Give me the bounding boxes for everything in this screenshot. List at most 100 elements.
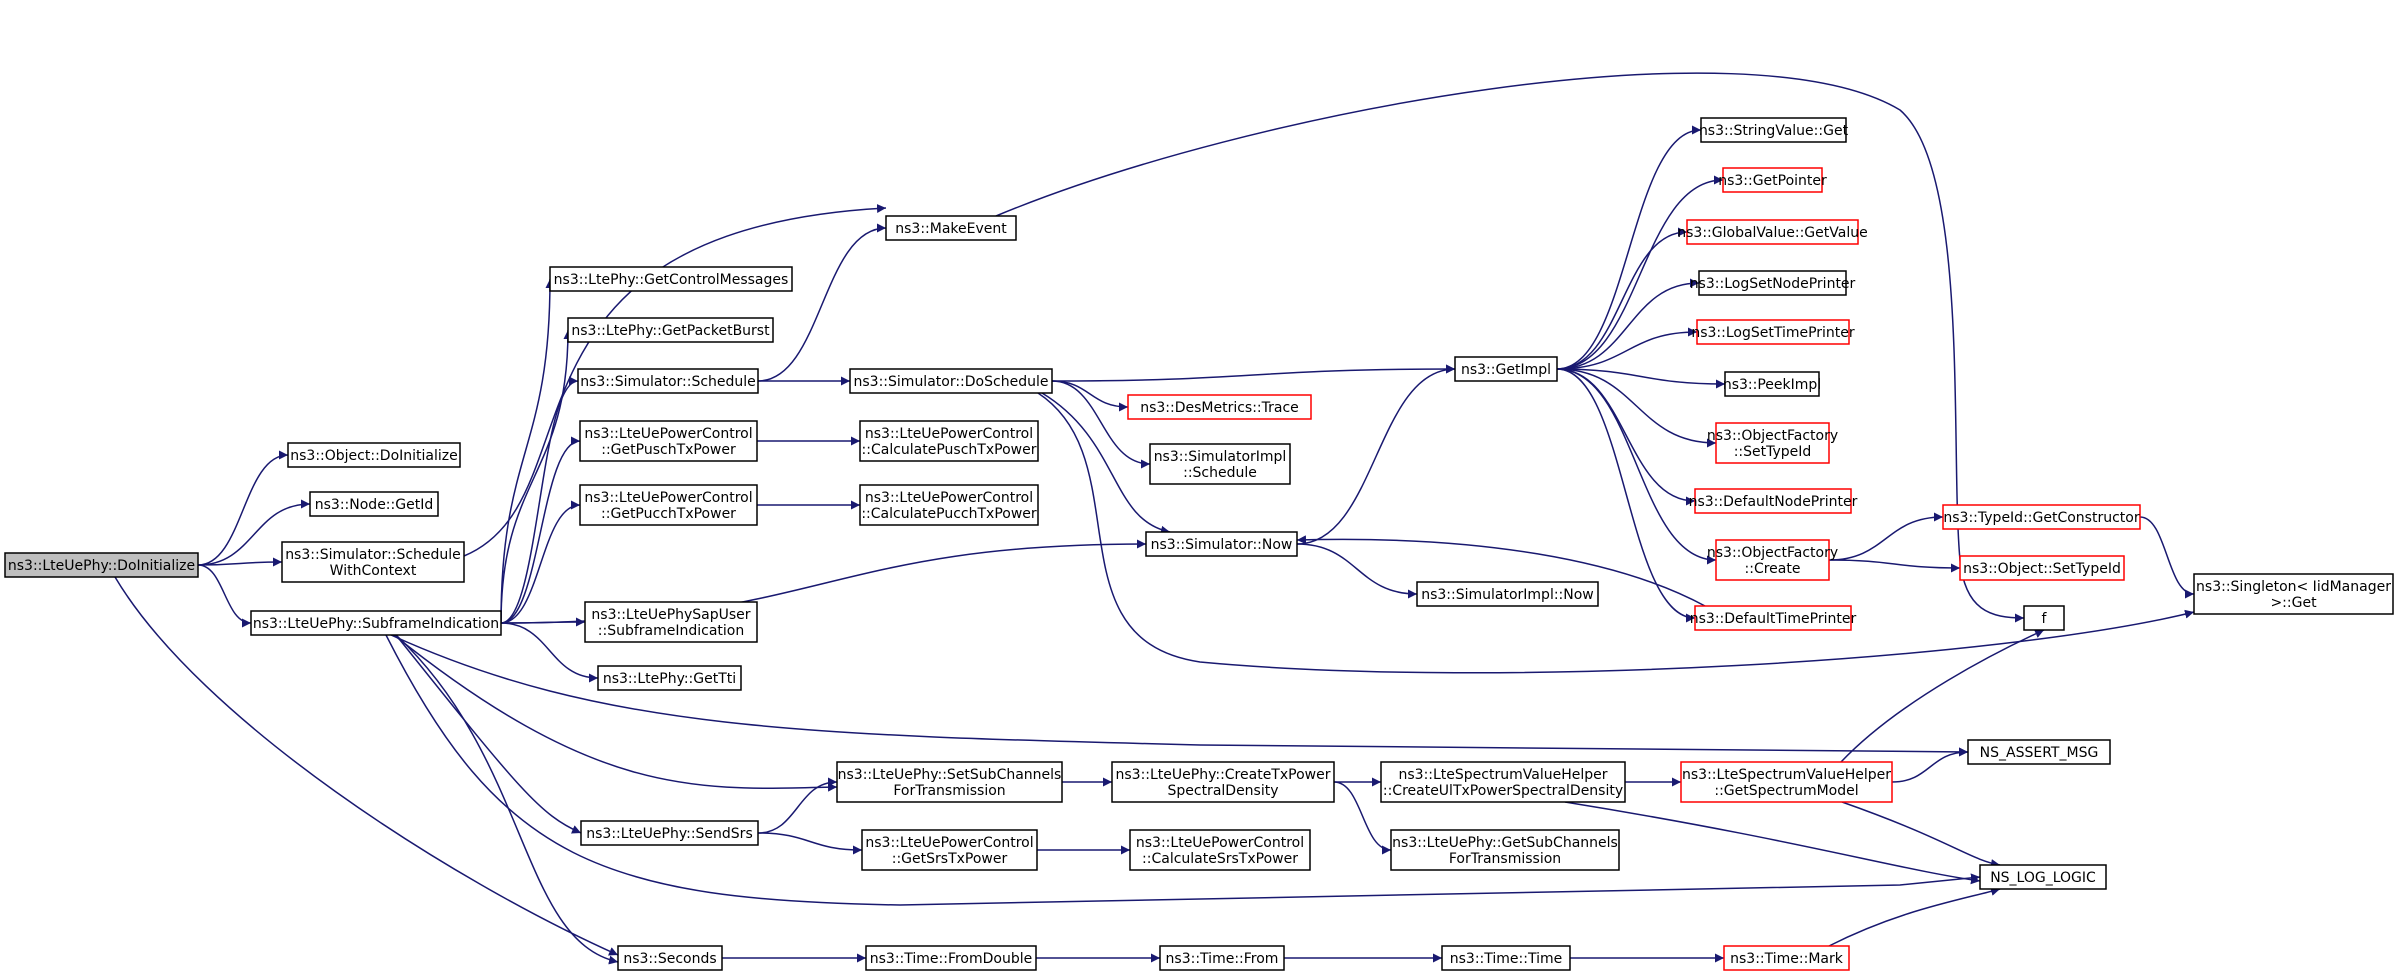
node-box[interactable] bbox=[597, 665, 742, 691]
node-box[interactable] bbox=[549, 266, 793, 292]
node-objsettype[interactable]: ns3::Object::SetTypeId bbox=[1959, 555, 2125, 581]
node-createtx[interactable]: ns3::LteUePhy::CreateTxPowerSpectralDens… bbox=[1111, 761, 1335, 803]
node-box[interactable] bbox=[1715, 539, 1830, 581]
node-box[interactable] bbox=[1159, 945, 1285, 971]
node-box[interactable] bbox=[1686, 219, 1859, 245]
node-box[interactable] bbox=[1979, 864, 2107, 890]
node-timefrom[interactable]: ns3::Time::From bbox=[1159, 945, 1285, 971]
node-box[interactable] bbox=[1454, 356, 1558, 382]
node-getpointer[interactable]: ns3::GetPointer bbox=[1718, 167, 1827, 193]
node-ofsettype[interactable]: ns3::ObjectFactory::SetTypeId bbox=[1707, 422, 1838, 464]
node-f[interactable]: f bbox=[2023, 605, 2065, 631]
node-getsubtx[interactable]: ns3::LteUePhy::GetSubChannelsForTransmis… bbox=[1390, 829, 1620, 871]
node-gvget[interactable]: ns3::GlobalValue::GetValue bbox=[1677, 219, 1868, 245]
node-box[interactable] bbox=[617, 945, 723, 971]
node-box[interactable] bbox=[309, 491, 439, 517]
node-getpkt[interactable]: ns3::LtePhy::GetPacketBurst bbox=[567, 317, 774, 343]
node-getpusch[interactable]: ns3::LteUePowerControl::GetPuschTxPower bbox=[579, 420, 758, 462]
node-getpucch[interactable]: ns3::LteUePowerControl::GetPucchTxPower bbox=[579, 484, 758, 526]
node-ofcreate[interactable]: ns3::ObjectFactory::Create bbox=[1707, 539, 1838, 581]
node-box[interactable] bbox=[1959, 555, 2125, 581]
node-getsrs[interactable]: ns3::LteUePowerControl::GetSrsTxPower bbox=[861, 829, 1038, 871]
node-box[interactable] bbox=[1145, 531, 1298, 557]
node-typeidctor[interactable]: ns3::TypeId::GetConstructor bbox=[1942, 504, 2141, 530]
node-box[interactable] bbox=[1111, 761, 1335, 803]
node-box[interactable] bbox=[1715, 422, 1830, 464]
node-box[interactable] bbox=[1127, 394, 1312, 420]
node-timemark[interactable]: ns3::Time::Mark bbox=[1723, 945, 1850, 971]
node-calcsrs[interactable]: ns3::LteUePowerControl::CalculateSrsTxPo… bbox=[1129, 829, 1311, 871]
node-setsub[interactable]: ns3::LteUePhy::SetSubChannelsForTransmis… bbox=[836, 761, 1063, 803]
node-box[interactable] bbox=[1149, 443, 1291, 485]
node-box[interactable] bbox=[1724, 371, 1820, 397]
node-box[interactable] bbox=[1694, 605, 1852, 631]
node-box[interactable] bbox=[579, 420, 758, 462]
node-box[interactable] bbox=[2023, 605, 2065, 631]
node-logtime[interactable]: ns3::LogSetTimePrinter bbox=[1691, 319, 1855, 345]
node-box[interactable] bbox=[836, 761, 1063, 803]
node-box[interactable] bbox=[287, 442, 461, 468]
node-makeevent[interactable]: ns3::MakeEvent bbox=[885, 215, 1017, 241]
node-box[interactable] bbox=[1390, 829, 1620, 871]
node-box[interactable] bbox=[885, 215, 1017, 241]
node-dosched[interactable]: ns3::Simulator::DoSchedule bbox=[849, 368, 1053, 394]
node-calcpucch[interactable]: ns3::LteUePowerControl::CalculatePucchTx… bbox=[859, 484, 1039, 526]
node-doinit[interactable]: ns3::LteUePhy::DoInitialize bbox=[4, 552, 199, 578]
node-strget[interactable]: ns3::StringValue::Get bbox=[1699, 117, 1849, 143]
node-box[interactable] bbox=[1698, 270, 1847, 296]
node-subframe[interactable]: ns3::LteUePhy::SubframeIndication bbox=[250, 610, 502, 636]
node-loglogic[interactable]: NS_LOG_LOGIC bbox=[1979, 864, 2107, 890]
node-sendsrs[interactable]: ns3::LteUePhy::SendSrs bbox=[580, 820, 759, 846]
node-box[interactable] bbox=[4, 552, 199, 578]
node-createultx[interactable]: ns3::LteSpectrumValueHelper::CreateUlTxP… bbox=[1380, 761, 1626, 803]
node-getimpl[interactable]: ns3::GetImpl bbox=[1454, 356, 1558, 382]
node-getspec[interactable]: ns3::LteSpectrumValueHelper::GetSpectrum… bbox=[1680, 761, 1893, 803]
node-box[interactable] bbox=[865, 945, 1037, 971]
node-box[interactable] bbox=[1694, 488, 1852, 514]
node-box[interactable] bbox=[859, 484, 1039, 526]
node-calcpusch[interactable]: ns3::LteUePowerControl::CalculatePuschTx… bbox=[859, 420, 1039, 462]
node-box[interactable] bbox=[1416, 581, 1599, 607]
node-box[interactable] bbox=[250, 610, 502, 636]
node-nodegetid[interactable]: ns3::Node::GetId bbox=[309, 491, 439, 517]
node-fromdouble[interactable]: ns3::Time::FromDouble bbox=[865, 945, 1037, 971]
node-box[interactable] bbox=[861, 829, 1038, 871]
node-gettti[interactable]: ns3::LtePhy::GetTti bbox=[597, 665, 742, 691]
node-desmetrics[interactable]: ns3::DesMetrics::Trace bbox=[1127, 394, 1312, 420]
node-lognode[interactable]: ns3::LogSetNodePrinter bbox=[1690, 270, 1856, 296]
node-deftime[interactable]: ns3::DefaultTimePrinter bbox=[1690, 605, 1857, 631]
node-defnode[interactable]: ns3::DefaultNodePrinter bbox=[1689, 488, 1858, 514]
node-getctrl[interactable]: ns3::LtePhy::GetControlMessages bbox=[549, 266, 793, 292]
node-box[interactable] bbox=[1380, 761, 1626, 803]
node-objdoinit[interactable]: ns3::Object::DoInitialize bbox=[287, 442, 461, 468]
node-box[interactable] bbox=[577, 368, 759, 394]
node-box[interactable] bbox=[849, 368, 1053, 394]
node-box[interactable] bbox=[1722, 167, 1823, 193]
node-simnow[interactable]: ns3::Simulator::Now bbox=[1145, 531, 1298, 557]
node-box[interactable] bbox=[859, 420, 1039, 462]
node-simimplnow[interactable]: ns3::SimulatorImpl::Now bbox=[1416, 581, 1599, 607]
node-singleton[interactable]: ns3::Singleton< IidManager >::Get bbox=[2193, 573, 2394, 615]
node-assertmsg[interactable]: NS_ASSERT_MSG bbox=[1967, 739, 2111, 765]
node-box[interactable] bbox=[567, 317, 774, 343]
node-box[interactable] bbox=[579, 484, 758, 526]
node-box[interactable] bbox=[1129, 829, 1311, 871]
node-simimplsched[interactable]: ns3::SimulatorImpl::Schedule bbox=[1149, 443, 1291, 485]
node-box[interactable] bbox=[1680, 761, 1893, 803]
node-box[interactable] bbox=[1696, 319, 1850, 345]
node-box[interactable] bbox=[580, 820, 759, 846]
node-box[interactable] bbox=[1441, 945, 1571, 971]
node-sapuser[interactable]: ns3::LteUePhySapUser::SubframeIndication bbox=[584, 601, 758, 643]
node-box[interactable] bbox=[1700, 117, 1847, 143]
node-box[interactable] bbox=[584, 601, 758, 643]
node-box[interactable] bbox=[1967, 739, 2111, 765]
node-box[interactable] bbox=[1942, 504, 2141, 530]
node-timetime[interactable]: ns3::Time::Time bbox=[1441, 945, 1571, 971]
node-seconds[interactable]: ns3::Seconds bbox=[617, 945, 723, 971]
node-peekimpl[interactable]: ns3::PeekImpl bbox=[1723, 371, 1821, 397]
node-simsched[interactable]: ns3::Simulator::Schedule bbox=[577, 368, 759, 394]
node-box[interactable] bbox=[281, 541, 465, 583]
node-box[interactable] bbox=[2193, 573, 2394, 615]
node-box[interactable] bbox=[1723, 945, 1850, 971]
